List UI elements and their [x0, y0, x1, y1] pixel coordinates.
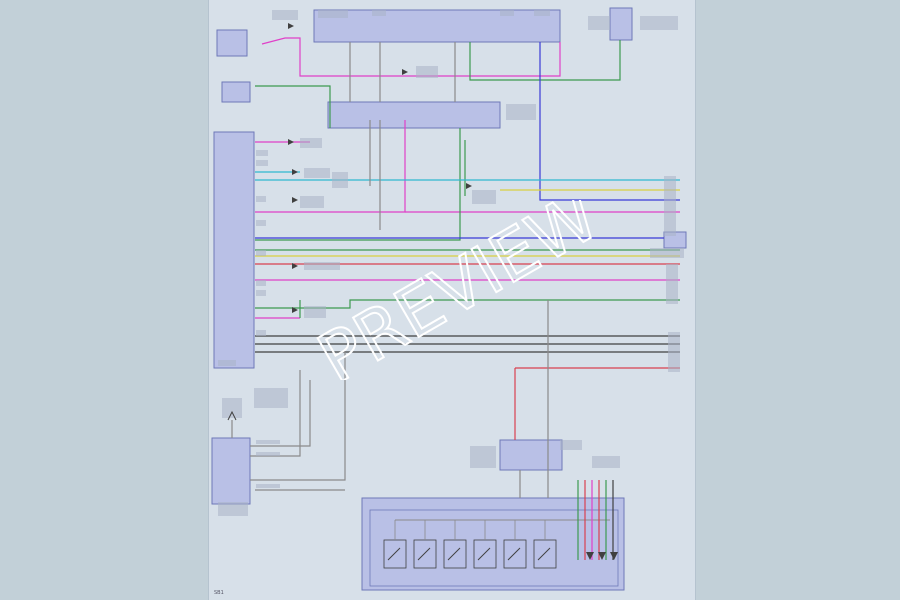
label-block-32	[256, 220, 266, 226]
footer-code: SB1	[214, 590, 224, 596]
arrow-marker-0	[288, 23, 294, 29]
wire-magenta-top	[261, 37, 561, 77]
label-block-15	[256, 250, 266, 256]
arrow-marker-4	[292, 169, 298, 175]
label-block-14	[304, 306, 326, 318]
diode-symbol-1	[598, 552, 606, 560]
antenna-icon	[227, 410, 237, 421]
label-block-18	[650, 248, 684, 258]
label-block-3	[500, 10, 514, 16]
label-block-26	[560, 440, 582, 450]
label-block-12	[300, 196, 324, 208]
label-block-0	[272, 10, 298, 20]
label-block-27	[592, 456, 620, 468]
arrow-marker-1	[402, 69, 408, 75]
label-block-10	[304, 168, 330, 178]
lower-left-module-box	[211, 437, 251, 505]
label-block-4	[534, 10, 550, 16]
label-block-21	[668, 332, 680, 372]
label-block-29	[256, 150, 268, 156]
top-connector-box	[313, 9, 561, 43]
label-block-7	[506, 104, 536, 120]
label-block-36	[256, 452, 280, 456]
wire-magenta-mid	[255, 120, 406, 213]
arrow-marker-2	[288, 139, 294, 145]
label-block-24	[218, 502, 248, 516]
wire-grey-down-3	[250, 380, 311, 447]
switch-contact-5	[537, 547, 551, 561]
wire-grey-down	[250, 352, 346, 481]
label-block-2	[372, 10, 386, 16]
arrow-marker-3	[466, 183, 472, 189]
switch-contact-3	[477, 547, 491, 561]
switch-symbols	[227, 23, 618, 569]
arrow-marker-7	[292, 307, 298, 313]
switch-contact-1	[417, 547, 431, 561]
label-block-37	[256, 484, 280, 488]
wire-green-top	[255, 85, 331, 128]
label-block-31	[256, 196, 266, 202]
switch-panel-inner-frame	[369, 509, 619, 587]
label-block-1	[318, 10, 348, 18]
switch-contact-2	[447, 547, 461, 561]
wire-blue-top	[539, 42, 680, 201]
label-block-28	[218, 360, 236, 366]
label-block-17	[472, 190, 496, 204]
label-block-23	[222, 398, 242, 418]
label-block-5	[588, 16, 610, 30]
wire-green-right-top	[469, 40, 621, 81]
label-block-25	[470, 446, 496, 468]
label-block-22	[254, 388, 288, 408]
label-block-16	[256, 280, 266, 286]
label-block-6	[640, 16, 678, 30]
label-block-30	[256, 160, 268, 166]
label-block-8	[416, 66, 438, 78]
diode-symbol-2	[610, 552, 618, 560]
switch-contact-0	[387, 547, 401, 561]
label-block-35	[256, 440, 280, 444]
wire-green-mid	[255, 128, 461, 241]
switch-contact-4	[507, 547, 521, 561]
label-block-20	[666, 264, 678, 304]
top-right-component-box	[609, 7, 633, 41]
label-block-19	[664, 176, 676, 236]
left-module-box	[213, 131, 255, 369]
diode-symbol-0	[586, 552, 594, 560]
wire-green-lower	[255, 299, 680, 309]
mid-connector-box	[499, 439, 563, 471]
label-block-34	[256, 330, 266, 336]
small-left-component-box	[216, 29, 248, 57]
unreadable-label-blocks	[218, 10, 684, 516]
middle-junction-box	[327, 101, 501, 129]
component-boxes	[211, 7, 687, 591]
arrow-marker-6	[292, 263, 298, 269]
label-block-13	[304, 262, 340, 270]
label-block-11	[332, 172, 348, 188]
arrow-marker-5	[292, 197, 298, 203]
label-block-33	[256, 290, 266, 296]
left-relay-box	[221, 81, 251, 103]
label-block-9	[300, 138, 322, 148]
